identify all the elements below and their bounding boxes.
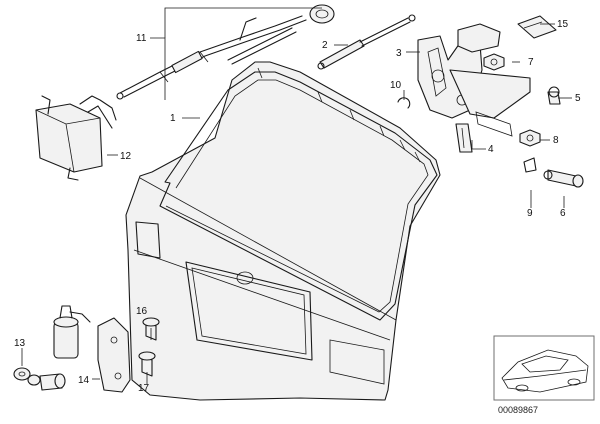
callout-6: 6	[560, 208, 566, 219]
nut-7	[483, 53, 505, 71]
callout-16: 16	[136, 306, 148, 317]
pin-6	[543, 169, 584, 188]
callout-10: 10	[390, 80, 402, 91]
lower-bracket	[97, 317, 131, 393]
bolt-16	[142, 317, 160, 341]
callout-12: 12	[120, 151, 132, 162]
callout-7: 7	[528, 57, 534, 68]
vehicle-thumbnail: 00089867	[493, 335, 595, 415]
callout-9: 9	[527, 208, 533, 219]
callout-1: 1	[170, 113, 176, 124]
hinge-bracket	[417, 23, 531, 137]
lock-assembly	[35, 95, 117, 181]
trunk-lid	[125, 61, 441, 401]
callout-13: 13	[14, 338, 26, 349]
nut-8	[519, 129, 541, 147]
callout-4: 4	[488, 144, 494, 155]
lock-cylinder	[13, 305, 91, 391]
callout-2: 2	[322, 40, 328, 51]
leader-lines	[21, 7, 572, 384]
callout-3: 3	[396, 48, 402, 59]
hinge-plate	[455, 123, 473, 153]
clip-bracket-18	[517, 15, 557, 39]
callout-labels: 1 2 3 4 5 6 7 8 9 10 11 12 13 14 15 16 1…	[14, 19, 581, 394]
cable-assembly	[116, 4, 335, 100]
clip-9	[523, 157, 537, 173]
callout-5: 5	[575, 93, 581, 104]
bolt-17	[138, 351, 156, 377]
callout-17: 17	[138, 383, 150, 394]
bolt-5	[547, 86, 561, 105]
circlip-10	[397, 97, 411, 109]
gas-strut	[317, 14, 416, 70]
reference-code: 00089867	[498, 405, 538, 415]
callout-11: 11	[136, 33, 147, 44]
callout-8: 8	[553, 135, 559, 146]
callout-15: 15	[557, 19, 569, 30]
callout-14: 14	[78, 375, 90, 386]
